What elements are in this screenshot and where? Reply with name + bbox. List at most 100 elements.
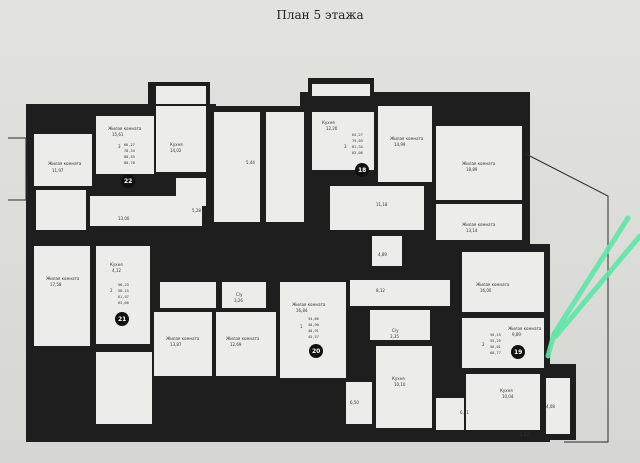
- apt-20-badge: [309, 344, 323, 358]
- apt-18-area-3: 81,34: [352, 145, 363, 149]
- area-21b: 4,12: [112, 268, 121, 273]
- apt-21-area-1: 56,23: [118, 283, 129, 287]
- area-20a: 12,69: [230, 342, 242, 347]
- left-balcony-outline: [8, 137, 27, 201]
- area-core: 5,44: [246, 160, 255, 165]
- apt-20-number: 20: [312, 348, 320, 355]
- room-19-living: [462, 318, 544, 368]
- room-18-living-big: [436, 126, 522, 200]
- terrace-outline: [525, 153, 609, 443]
- area-22b: 15,61: [112, 132, 124, 137]
- label-living-22b: Жилая комната: [108, 126, 142, 131]
- area-18c: 18,89: [466, 167, 478, 172]
- room-19-bath: [436, 398, 464, 430]
- room-18-bath: [372, 236, 402, 266]
- label-kitchen-21: Кухня: [110, 262, 123, 267]
- rooms: [34, 84, 570, 434]
- apt-21-rooms: 2: [110, 288, 113, 293]
- label-living-21a: Жилая комната: [46, 276, 80, 281]
- apt-19-area-2: 55,25: [490, 339, 501, 343]
- apt-20-area-3: 40,91: [308, 329, 319, 333]
- area-18a: 12,20: [326, 126, 338, 131]
- apt-21-area-3: 61,57: [118, 295, 129, 299]
- room-20-bath: [222, 282, 266, 308]
- label-living-20a: Жилая комната: [226, 336, 260, 341]
- room-19-living-top: [462, 252, 544, 312]
- room-19-balcony: [546, 378, 570, 434]
- label-kitchen-center: Кухня: [392, 376, 405, 381]
- apt-18-area-1: 64,27: [352, 133, 363, 137]
- apt-19-area-1: 50,15: [490, 333, 501, 337]
- room-21-living: [154, 312, 212, 376]
- apt-21-badge: [115, 312, 129, 326]
- room-18-kitchen: [312, 112, 374, 170]
- apt-22-area-1: 66,27: [124, 143, 135, 147]
- room-18-hall: [330, 186, 424, 230]
- room-18-living: [378, 106, 432, 182]
- apt-22-area-2: 78,34: [124, 149, 135, 153]
- apartment-19[interactable]: 2 50,15 55,25 56,01 60,77 19: [482, 333, 525, 359]
- area-center-c: 6,50: [350, 400, 359, 405]
- apt-19-number: 19: [514, 349, 522, 356]
- area-21c: 13,87: [170, 342, 182, 347]
- area-19a: 16,00: [480, 288, 492, 293]
- area-18b: 14,99: [394, 142, 406, 147]
- room-18-living-2: [436, 204, 522, 240]
- label-living-22a: Жилая комната: [48, 161, 82, 166]
- room-center-wc: [346, 382, 372, 424]
- apt-19-badge: [511, 345, 525, 359]
- label-kitchen-19: Кухня: [500, 388, 513, 393]
- label-living-18a: Жилая комната: [390, 136, 424, 141]
- apt-20-area-1: 34,66: [308, 317, 319, 321]
- room-22-kitchen: [156, 106, 206, 172]
- area-19d: 4,08: [546, 404, 555, 409]
- apt-22-rooms: 3: [118, 144, 121, 149]
- area-corridor: 8,12: [376, 288, 385, 293]
- page-title: План 5 этажа: [276, 8, 364, 22]
- room-20-living: [280, 282, 346, 378]
- apartment-21[interactable]: 2 56,23 58,15 61,57 63,60 21: [110, 283, 129, 326]
- apartment-18[interactable]: 3 64,27 79,03 81,34 83,06 18: [344, 133, 369, 177]
- area-22d: 13,00: [118, 216, 130, 221]
- apartment-20[interactable]: 1 34,66 40,90 40,91 45,57 20: [300, 317, 323, 358]
- apt-21-area-2: 58,15: [118, 289, 129, 293]
- room-labels: Жилая комната 11,97 Жилая комната 15,61 …: [46, 120, 555, 437]
- label-living-21b: Жилая комната: [166, 336, 200, 341]
- area-18f: 4,89: [378, 252, 387, 257]
- label-living-18c: Жилая комната: [462, 222, 496, 227]
- label-bath-center: С/у: [392, 328, 399, 333]
- area-21a: 17,58: [50, 282, 62, 287]
- annotation-arrow: [545, 215, 640, 359]
- room-20-hall: [160, 282, 216, 308]
- arrow-line-2: [553, 233, 640, 339]
- area-center-b: 3,35: [390, 334, 399, 339]
- apt-22-area-4: 80,70: [124, 161, 135, 165]
- label-living-19a: Жилая комната: [476, 282, 510, 287]
- apartment-22[interactable]: 3 66,27 78,34 80,53 80,70 22: [118, 143, 135, 188]
- label-living-19b: Жилая комната: [508, 326, 542, 331]
- room-21-hall: [96, 352, 152, 424]
- room-19-kitchen: [466, 374, 540, 430]
- area-22a: 11,97: [52, 168, 64, 173]
- arrow-head: [545, 331, 557, 359]
- apt-22-badge: [121, 174, 135, 188]
- area-22e: 5,28: [192, 208, 201, 213]
- room-22-bath: [36, 190, 86, 230]
- label-living-18b: Жилая комната: [462, 161, 496, 166]
- area-19e: 2,57: [520, 432, 529, 437]
- apt-18-rooms: 3: [344, 144, 347, 149]
- area-18e: 11,18: [376, 202, 388, 207]
- room-21-kitchen: [96, 246, 150, 344]
- apt-18-number: 18: [358, 167, 366, 174]
- core-stairs: [266, 112, 304, 222]
- label-kitchen-22: Кухня: [170, 142, 183, 147]
- apt-18-area-4: 83,06: [352, 151, 363, 155]
- area-center-a: 10,10: [394, 382, 406, 387]
- label-kitchen-18: Кухня: [322, 120, 335, 125]
- area-20b: 16,84: [296, 308, 308, 313]
- apt-21-area-4: 63,60: [118, 301, 129, 305]
- apt-20-area-4: 45,57: [308, 335, 319, 339]
- room-22-living: [96, 116, 154, 174]
